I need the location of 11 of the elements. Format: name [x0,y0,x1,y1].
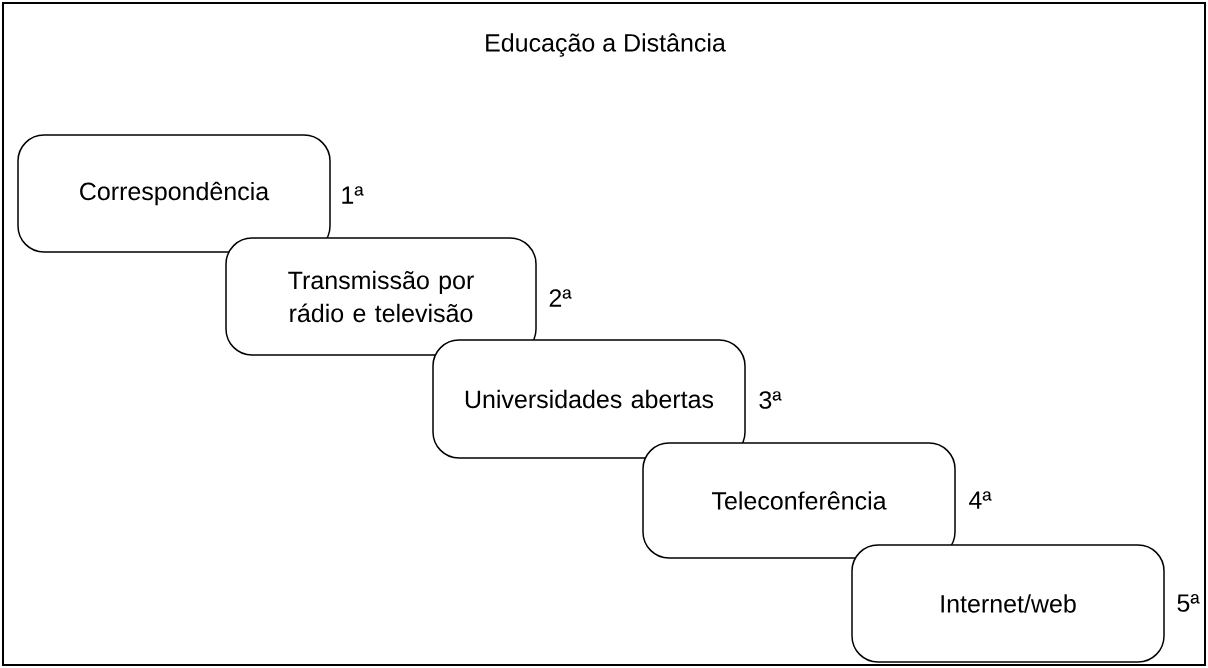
ordinal-label: 1ª [342,186,364,204]
rounded-box: Internet/web [851,544,1165,663]
title: Educação a Distância [486,33,726,57]
rounded-box: Correspondência [17,134,331,253]
rounded-box: Transmissão por rádio e televisão [225,237,537,356]
rounded-box: Teleconferência [642,442,956,559]
ordinal-label: 5ª [1177,594,1200,612]
ordinal-label: 2ª [549,289,572,307]
rounded-box: Universidades abertas [432,339,746,459]
ordinal-label: 3ª [759,391,782,409]
ordinal-label: 4ª [969,491,992,509]
